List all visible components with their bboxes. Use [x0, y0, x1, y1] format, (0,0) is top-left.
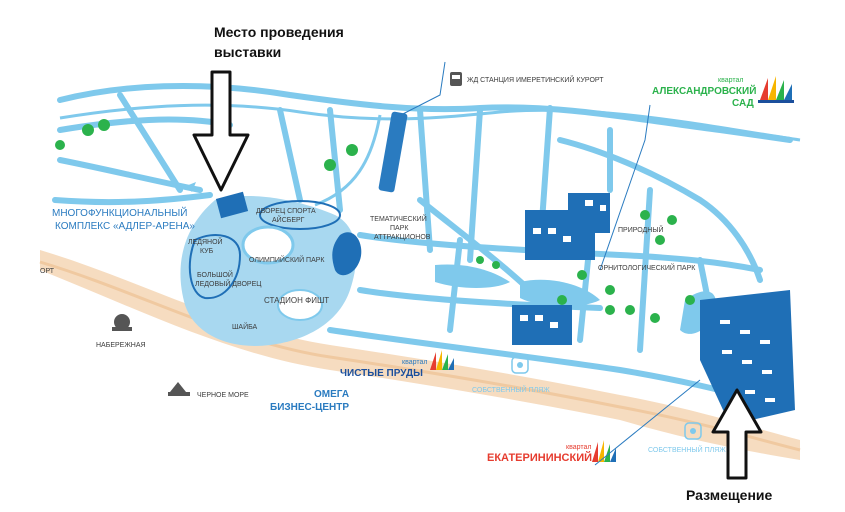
embankment-icon	[112, 314, 132, 331]
fisht-stadium-shape	[241, 225, 295, 265]
leader-lines	[394, 61, 701, 466]
coast-line	[39, 260, 801, 452]
label-big-ice-1: БОЛЬШОЙ	[197, 270, 233, 279]
label-ice-cube-2: КУБ	[200, 248, 214, 255]
ekaterininsky-block	[700, 290, 795, 425]
label-omega-1: ОМЕГА	[314, 389, 349, 400]
sea-icon	[168, 382, 190, 396]
chistye-prudy-block	[512, 305, 572, 345]
label-shaiba: ШАЙБА	[232, 322, 258, 331]
block-windows	[520, 200, 775, 402]
label-beach-1: СОБСТВЕННЫЙ ПЛЯЖ	[472, 385, 550, 394]
label-olympic-park: ОЛИМПИЙСКИЙ ПАРК	[249, 255, 325, 264]
venue-annotation: Место проведения выставки	[214, 22, 344, 62]
palm-icon	[324, 159, 336, 171]
label-ekaterin: ЕКАТЕРИНИНСКИЙ	[487, 451, 592, 464]
palm-icon	[492, 261, 500, 269]
label-omega-2: БИЗНЕС-ЦЕНТР	[270, 402, 349, 413]
alexandrovsky-block-2	[568, 193, 610, 233]
label-embankment: НАБЕРЕЖНАЯ	[96, 342, 146, 349]
arrow-up-icon	[711, 388, 763, 480]
label-chistye-top: квартал	[402, 359, 427, 366]
fisht-stadium-bowl	[277, 289, 323, 321]
accommodation-annotation: Размещение	[686, 487, 773, 503]
theme-park-lake	[332, 232, 362, 276]
coast-sand	[40, 250, 800, 460]
palm-icon	[476, 256, 484, 264]
label-theme-park-3: АТТРАКЦИОНОВ	[374, 234, 431, 241]
palm-icon	[577, 270, 587, 280]
label-port: ОРТ	[40, 268, 55, 275]
road-network	[52, 82, 793, 403]
label-complex-2: КОМПЛЕКС «АДЛЕР-АРЕНА»	[55, 221, 195, 232]
big-ice-palace-shape	[188, 234, 242, 300]
label-ice-cube-1: ЛЕДЯНОЙ	[188, 237, 223, 246]
palm-icon	[640, 210, 650, 220]
ice-cube-building	[215, 191, 249, 219]
palm-icon	[667, 215, 677, 225]
palm-icon	[685, 295, 695, 305]
logo-ekaterininsky	[592, 440, 616, 462]
logo-chistye-prudy	[430, 350, 454, 370]
label-alexandrovsky-2: САД	[732, 98, 754, 109]
palm-icon	[346, 144, 358, 156]
logo-alexandrovsky	[758, 76, 794, 103]
label-complex-1: МНОГОФУНКЦИОНАЛЬНЫЙ	[52, 206, 187, 219]
airplane-icon	[186, 182, 196, 192]
palm-icon	[605, 305, 615, 315]
beach-icon-2	[684, 422, 702, 440]
label-sports-palace-1: ДВОРЕЦ СПОРТА	[256, 208, 316, 215]
label-beach-2: СОБСТВЕННЫЙ ПЛЯЖ	[648, 445, 726, 454]
palm-icon	[625, 305, 635, 315]
train-icon	[450, 72, 462, 86]
venue-annotation-line2: выставки	[214, 44, 282, 60]
label-ornith-1: ПРИРОДНЫЙ	[618, 225, 664, 234]
palm-icon	[98, 119, 110, 131]
olympic-park-area	[180, 195, 357, 346]
label-black-sea: ЧЕРНОЕ МОРЕ	[197, 392, 249, 399]
palm-trees	[55, 119, 695, 323]
palm-icon	[650, 313, 660, 323]
lake-2	[520, 279, 600, 307]
label-chistye: ЧИСТЫЕ ПРУДЫ	[340, 368, 423, 379]
arrow-down-icon	[192, 70, 250, 192]
lake-1	[435, 264, 510, 288]
label-fisht: СТАДИОН ФИШТ	[264, 296, 329, 305]
label-station: ЖД СТАНЦИЯ ИМЕРЕТИНСКИЙ КУРОРТ	[467, 75, 604, 84]
beach-icon-1	[511, 356, 529, 374]
palm-icon	[605, 285, 615, 295]
label-theme-park-1: ТЕМАТИЧЕСКИЙ	[370, 214, 427, 223]
railway	[59, 103, 801, 207]
station-platform	[378, 111, 408, 193]
venue-annotation-line1: Место проведения	[214, 24, 344, 40]
label-theme-park-2: ПАРК	[390, 225, 409, 232]
label-alexandrovsky-top: квартал	[718, 77, 743, 84]
label-ornith-2: ОРНИТОЛОГИЧЕСКИЙ ПАРК	[598, 263, 696, 272]
label-ekaterin-top: квартал	[566, 444, 591, 451]
label-sports-palace-2: АЙСБЕРГ	[272, 215, 305, 224]
palm-icon	[55, 140, 65, 150]
palm-icon	[655, 235, 665, 245]
sports-palace-shape	[259, 200, 341, 230]
label-alexandrovsky-1: АЛЕКСАНДРОВСКИЙ	[652, 84, 756, 97]
label-big-ice-2: ЛЕДОВЫЙ ДВОРЕЦ	[195, 279, 262, 288]
palm-icon	[557, 295, 567, 305]
palm-icon	[82, 124, 94, 136]
